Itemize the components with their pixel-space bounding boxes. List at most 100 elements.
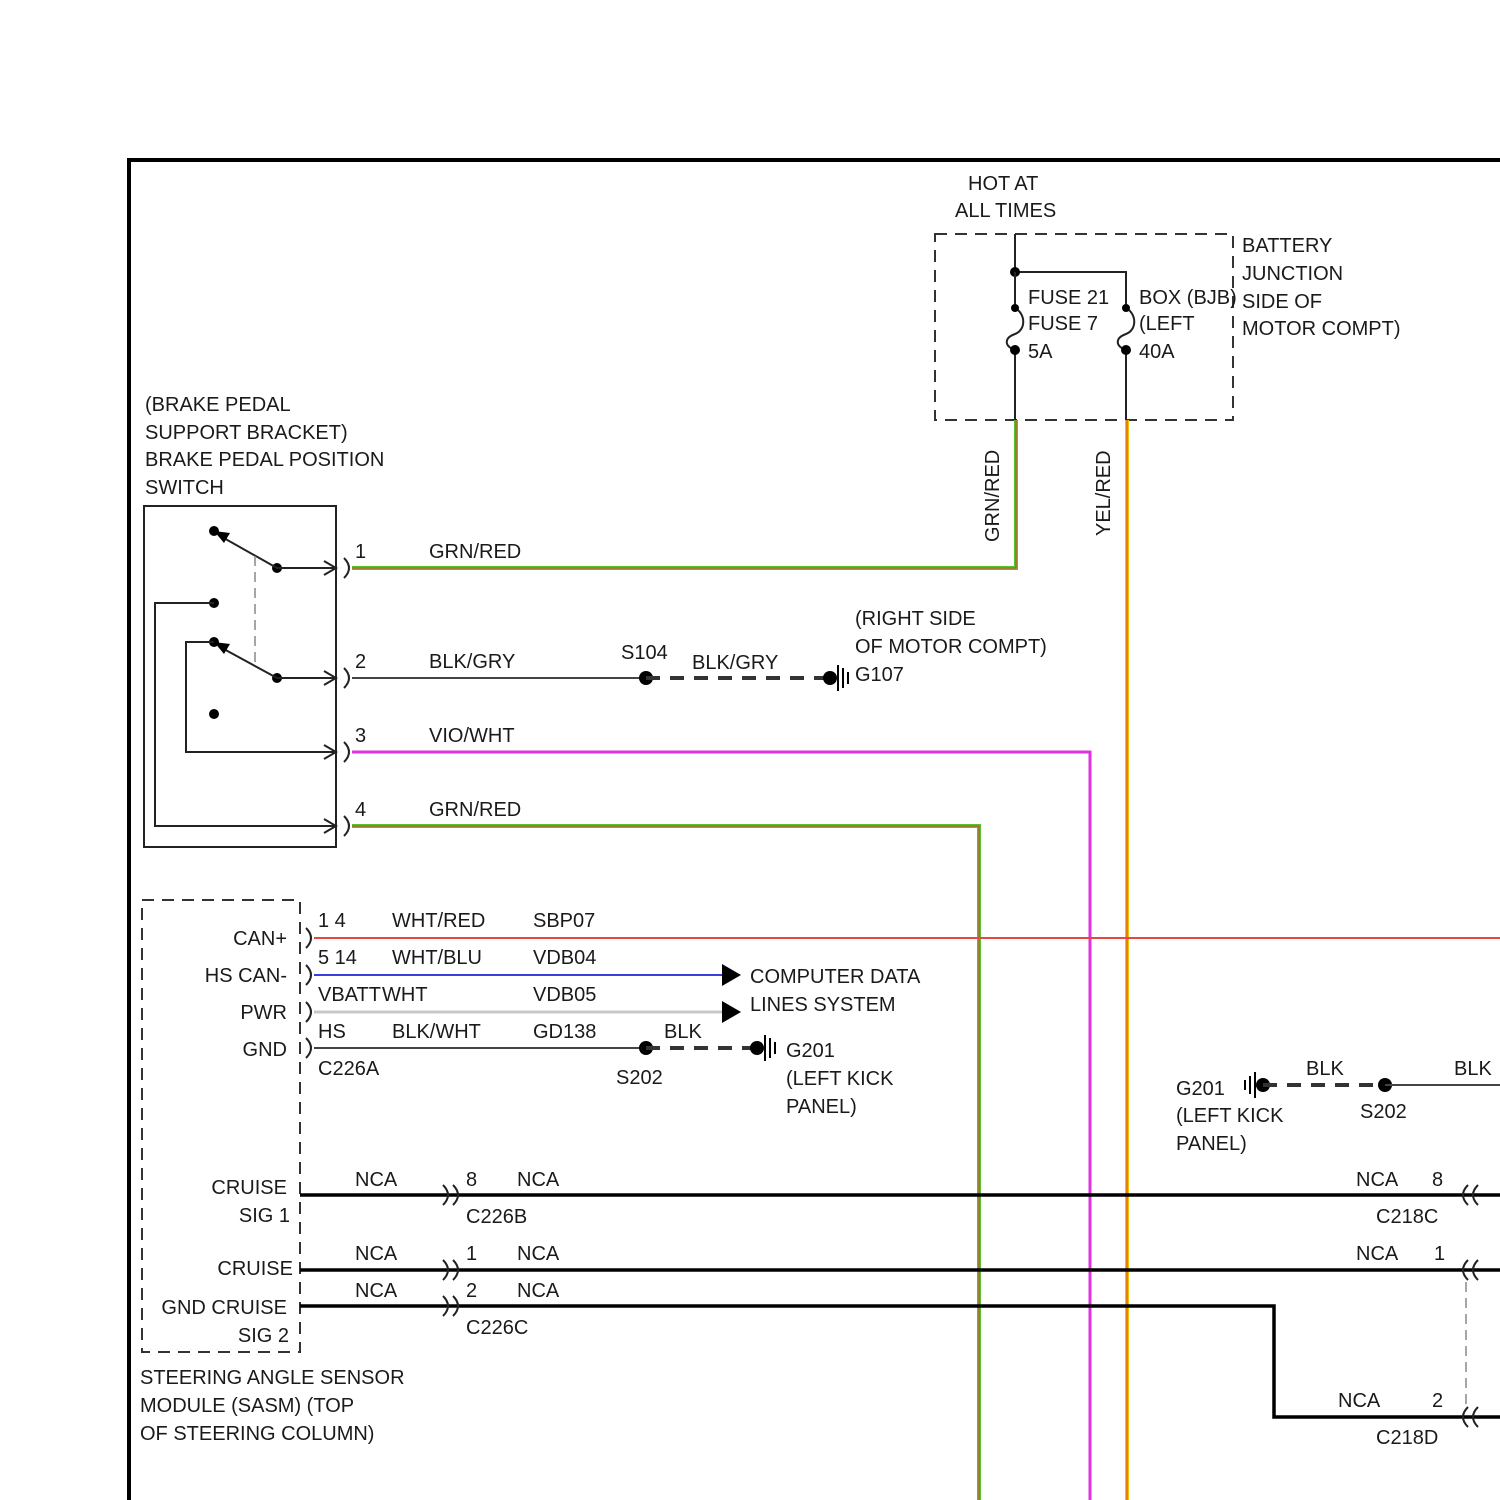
row3-wire: WHT xyxy=(382,984,428,1006)
row1-pin: 1 4 xyxy=(318,910,346,932)
right-g201-label: G201 xyxy=(1176,1078,1225,1100)
row2-wire: WHT/BLU xyxy=(392,947,482,969)
right-g201-location-1: (LEFT KICK xyxy=(1176,1105,1284,1127)
data-arrow-1 xyxy=(722,964,741,986)
g201-location-2: PANEL) xyxy=(786,1096,857,1118)
sasm-title-2: MODULE (SASM) (TOP xyxy=(140,1395,354,1417)
sasm-label-cruise-sig1-b: SIG 1 xyxy=(239,1205,290,1227)
row1-wire: WHT/RED xyxy=(392,910,485,932)
sasm-title-3: OF STEERING COLUMN) xyxy=(140,1423,374,1445)
sasm-label-can-plus: CAN+ xyxy=(233,928,287,950)
brake-switch-title-1: (BRAKE PEDAL xyxy=(145,394,291,416)
splice-s104-label: S104 xyxy=(621,642,668,664)
c226a-connector-3 xyxy=(306,1002,311,1022)
ground-g201-dot xyxy=(750,1041,764,1055)
fuse-7-node-bottom xyxy=(1121,345,1131,355)
right-ground-g201-icon xyxy=(1245,1072,1255,1098)
wire-4-label: GRN/RED xyxy=(429,799,521,821)
row2-circuit: VDB04 xyxy=(533,947,596,969)
gnd-blk-label: BLK xyxy=(664,1021,702,1043)
right-g201-location-2: PANEL) xyxy=(1176,1133,1247,1155)
right-ground-g201: G201 (LEFT KICK PANEL) BLK BLK S202 xyxy=(1176,1058,1500,1155)
switch-2-arm xyxy=(222,648,277,678)
nca-label-c218c: NCA xyxy=(1356,1169,1399,1191)
fuse-21-rating: 5A xyxy=(1028,341,1053,363)
c226c-pin2-label: 2 xyxy=(466,1280,477,1302)
c226a-connector-2 xyxy=(306,965,311,985)
nca-label-sasm-sig1: NCA xyxy=(355,1169,398,1191)
data-lines-label-1: COMPUTER DATA xyxy=(750,966,921,988)
hot-at-label: HOT AT xyxy=(968,173,1038,195)
sasm-label-cruise-sig1-a: CRUISE xyxy=(211,1177,287,1199)
bjb-label-6: MOTOR COMPT) xyxy=(1242,318,1401,340)
row2-pin: 5 14 xyxy=(318,947,357,969)
connector-pin4 xyxy=(344,816,349,836)
sasm-label-gnd: GND xyxy=(243,1039,287,1061)
connector-pin2 xyxy=(344,668,349,688)
right-blk-label-1: BLK xyxy=(1306,1058,1344,1080)
pin-2-label: 2 xyxy=(355,651,366,673)
data-lines-label-2: LINES SYSTEM xyxy=(750,994,896,1016)
wire-1-label: GRN/RED xyxy=(429,541,521,563)
ground-g107-dot xyxy=(823,671,837,685)
brake-switch-body xyxy=(144,506,336,847)
nca-label-c226c-1: NCA xyxy=(517,1243,560,1265)
sasm-label-cruise: CRUISE xyxy=(217,1258,293,1280)
ground-g201-icon xyxy=(765,1035,775,1061)
c226a-connector-4 xyxy=(306,1038,311,1058)
sasm-label-hs-can-minus: HS CAN- xyxy=(205,965,287,987)
g201-location-1: (LEFT KICK xyxy=(786,1068,894,1090)
switch-1-arm xyxy=(222,537,277,568)
nca-label-c226c-2: NCA xyxy=(517,1280,560,1302)
switch-2-arm-head xyxy=(214,642,230,654)
c226b-label: C226B xyxy=(466,1206,527,1228)
g201-label: G201 xyxy=(786,1040,835,1062)
all-times-label: ALL TIMES xyxy=(955,200,1056,222)
pin-4-label: 4 xyxy=(355,799,366,821)
c226c-pin1-label: 1 xyxy=(466,1243,477,1265)
wire-3-label: VIO/WHT xyxy=(429,725,515,747)
sasm-label-sig2: SIG 2 xyxy=(238,1325,289,1347)
row4-pin: HS xyxy=(318,1021,346,1043)
splice-s202-label: S202 xyxy=(616,1067,663,1089)
fuse-7-label: FUSE 7 xyxy=(1028,313,1098,335)
fuse-7-rating: 40A xyxy=(1139,341,1175,363)
nca-label-c218d-1: NCA xyxy=(1356,1243,1399,1265)
row4-wire: BLK/WHT xyxy=(392,1021,481,1043)
fuse-21-label: FUSE 21 xyxy=(1028,287,1109,309)
sasm-label-pwr: PWR xyxy=(240,1002,287,1024)
c218d-label: C218D xyxy=(1376,1427,1438,1449)
g107-label: G107 xyxy=(855,664,904,686)
sasm-label-gnd-cruise: GND CRUISE xyxy=(161,1297,287,1319)
brake-switch-title-2: SUPPORT BRACKET) xyxy=(145,422,348,444)
wire-label-yel-red-vertical: YEL/RED xyxy=(1093,450,1115,536)
row1-circuit: SBP07 xyxy=(533,910,595,932)
fuse-7-symbol xyxy=(1118,300,1135,420)
c218d-pin2-label: 2 xyxy=(1432,1390,1443,1412)
bjb-label-5: SIDE OF xyxy=(1242,291,1322,313)
wire-label-grn-red-vertical: GRN/RED xyxy=(982,450,1004,542)
internal-lead-pin3 xyxy=(186,642,336,752)
c226c-label: C226C xyxy=(466,1317,528,1339)
row3-circuit: VDB05 xyxy=(533,984,596,1006)
fuse-21-node-bottom xyxy=(1010,345,1020,355)
sasm-title-1: STEERING ANGLE SENSOR xyxy=(140,1367,405,1389)
c226b-pin-label: 8 xyxy=(466,1169,477,1191)
fuse-21-node-top xyxy=(1011,304,1019,312)
nca-label-c226b: NCA xyxy=(517,1169,560,1191)
ground-g107-icon xyxy=(838,665,848,691)
brake-switch-title-3: BRAKE PEDAL POSITION xyxy=(145,449,384,471)
c226a-label: C226A xyxy=(318,1058,380,1080)
nca-label-c218d-2: NCA xyxy=(1338,1390,1381,1412)
brake-switch-title-4: SWITCH xyxy=(145,477,224,499)
bjb-label-3: BOX (BJB) xyxy=(1139,287,1237,309)
g107-location-1: (RIGHT SIDE xyxy=(855,608,976,630)
brake-pedal-position-switch: (BRAKE PEDAL SUPPORT BRACKET) BRAKE PEDA… xyxy=(144,394,521,847)
bjb-label-2: JUNCTION xyxy=(1242,263,1343,285)
bjb-label-1: BATTERY xyxy=(1242,235,1332,257)
battery-junction-box: HOT AT ALL TIMES FUSE 21 FUSE 7 5A 40A B… xyxy=(935,173,1401,542)
internal-lead-pin4 xyxy=(155,603,336,826)
data-arrow-2 xyxy=(722,1001,741,1023)
nca-label-sasm-sig2: NCA xyxy=(355,1280,398,1302)
